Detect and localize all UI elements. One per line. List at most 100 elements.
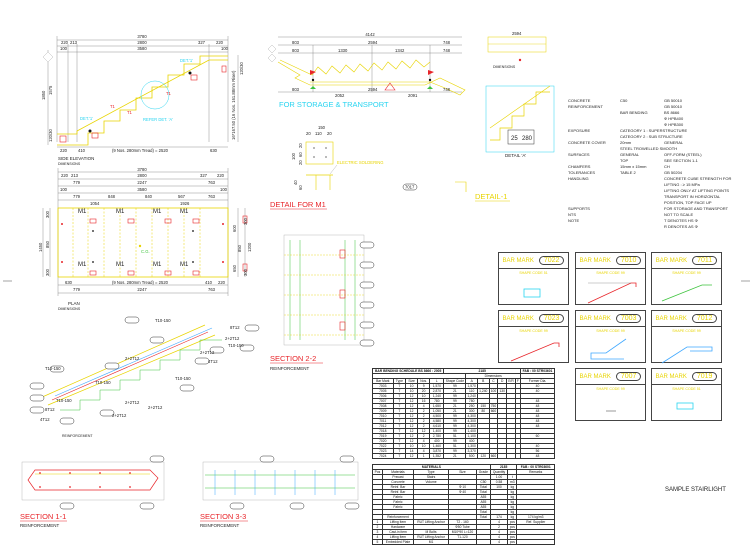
detail-a-view: 2594 DIMENSIONS 25 280 DETAIL 'A' [485, 31, 555, 158]
shape-code-label: SHAPE CODE 99 [596, 387, 625, 391]
dim: 848 [108, 194, 116, 199]
table-cell: pcs [507, 539, 518, 545]
note-spec: T DENOTES HS Φ [664, 218, 698, 223]
table-cell: 12 [405, 453, 419, 459]
dim: 803 [292, 87, 300, 92]
note-spec: R DENOTES AS Φ [664, 224, 698, 229]
table-cell: 4,300 [465, 418, 478, 424]
storage-transport-title: FOR STORAGE & TRANSPORT [279, 100, 389, 109]
table-cell [506, 453, 516, 459]
table-cell: 1,240 [477, 388, 490, 394]
note-key: HANDLING [568, 176, 589, 181]
section-1-1-title: SECTION 1-1 [20, 512, 66, 521]
dim: 220 [216, 40, 224, 45]
detail-a-title: DETAIL 'A' [505, 153, 526, 158]
table-cell [497, 453, 508, 459]
dim: 100 [220, 187, 228, 192]
note-spec: NOT TO SCALE [664, 212, 694, 217]
bar-mark-number: 7022 [538, 256, 565, 265]
note-spec: GB 50010 [664, 98, 683, 103]
rebar-callout: T10-150 [228, 343, 244, 348]
rebar-callout: T10-150 [56, 398, 72, 403]
dim: 850 [237, 244, 242, 252]
dim-overall-length: 3780 [137, 34, 147, 39]
bar-mark-label: BAR MARK [655, 373, 687, 380]
dim: 803 [292, 48, 300, 53]
rebar-callout: T10-150 [155, 318, 171, 323]
bar-mark-number: 7010 [615, 256, 642, 265]
dim: 280 [522, 136, 533, 142]
section-2-2-subtitle: REINFORCEMENT [270, 366, 310, 371]
dim: 150 [318, 125, 326, 130]
dim: 40 [293, 180, 298, 185]
dim: 3780 [137, 167, 147, 172]
shape-code-label: SHAPE CODE 99 [519, 329, 548, 333]
note-key: TOLERANCES [568, 170, 596, 175]
table-cell: 1,240 [465, 393, 478, 399]
bar-mark-label: BAR MARK [502, 315, 534, 322]
note-spec: BS 8666 [664, 110, 680, 115]
shape-code-label: SHAPE CODE 99 [596, 329, 625, 333]
note-key: NOTE [568, 218, 580, 223]
det-1-label: DET.'1' [80, 116, 93, 121]
plan-view: C.G. M1 M1 M1 M1 M1 M1 M1 M1 3780 220 21… [38, 167, 252, 311]
dim: 2800 [137, 173, 147, 178]
dim: 630 [65, 280, 73, 285]
note-row: R DENOTES AS Φ [568, 224, 750, 230]
dim: 1330 [338, 48, 348, 53]
rebar-callout: 2+2T12 [125, 400, 140, 405]
note-spec: LIFTING : ≥ 15 MPa [664, 182, 700, 187]
side-elevation-title: SIDE ELEVATION [58, 156, 94, 161]
rebar-callout: 2+2T12 [148, 405, 163, 410]
t1-label: T1 [110, 104, 116, 109]
bar-mark-label: BAR MARK [579, 257, 611, 264]
table-cell: 4 [489, 539, 509, 545]
note-key: SURFACES [568, 152, 590, 157]
rebar-callout: 2+2T12 [125, 356, 140, 361]
note-row: Φ HPB400 [568, 116, 750, 122]
side-elevation-subtitle: DIMENSIONS [58, 162, 81, 166]
dim: 100 [291, 152, 296, 160]
section-3-3-view: SECTION 3-3 REINFORCEMENT [200, 455, 360, 528]
section-1-1-view: SECTION 1-1 REINFORCEMENT [20, 455, 165, 528]
note-key: CONCRETE [568, 98, 591, 103]
dim: 779 [73, 194, 81, 199]
section-2-2-title: SECTION 2-2 [270, 354, 316, 363]
note-key [568, 224, 620, 230]
dim: 410 [78, 148, 86, 153]
note-value: TOP [620, 158, 629, 163]
dim: 120/30 [239, 62, 244, 75]
detail-1-title: DETAIL-1 [475, 192, 507, 201]
note-value [620, 224, 664, 230]
bar-shape-diagram [606, 410, 616, 412]
dim: 567 [178, 194, 186, 199]
bar-mark-label: BAR MARK [579, 373, 611, 380]
dim: 850 [45, 240, 50, 248]
dim: 220 [61, 173, 69, 178]
dim: 300 [243, 217, 248, 225]
table-cell: 4,300 [465, 423, 478, 429]
dim: (9 Nos. 280mm Tread) = 2520 [112, 280, 169, 285]
dim: 600 [232, 224, 237, 232]
dim: 4142 [365, 32, 375, 37]
table-cell: 1,352 [429, 453, 445, 459]
dim: 300 [45, 268, 50, 276]
note-spec: LIFTING ONLY AT LIFTING POINTS [664, 188, 730, 193]
rebar-callout: T10-150 [175, 376, 191, 381]
rebar-callout: T10-150 [45, 366, 61, 371]
detail-m1-view: 150 20 110 20 100 20 60 20 40 60 ELECTRI… [270, 125, 384, 210]
dim: 748 [443, 87, 451, 92]
bar-shape-diagram [661, 284, 712, 302]
dim: 1575 [48, 85, 53, 95]
electric-soldering-label: ELECTRIC SOLDERING [337, 160, 384, 165]
t1-label: T1 [127, 110, 133, 115]
dim: 327 [200, 173, 208, 178]
plan-subtitle: DIMENSIONS [58, 307, 81, 311]
